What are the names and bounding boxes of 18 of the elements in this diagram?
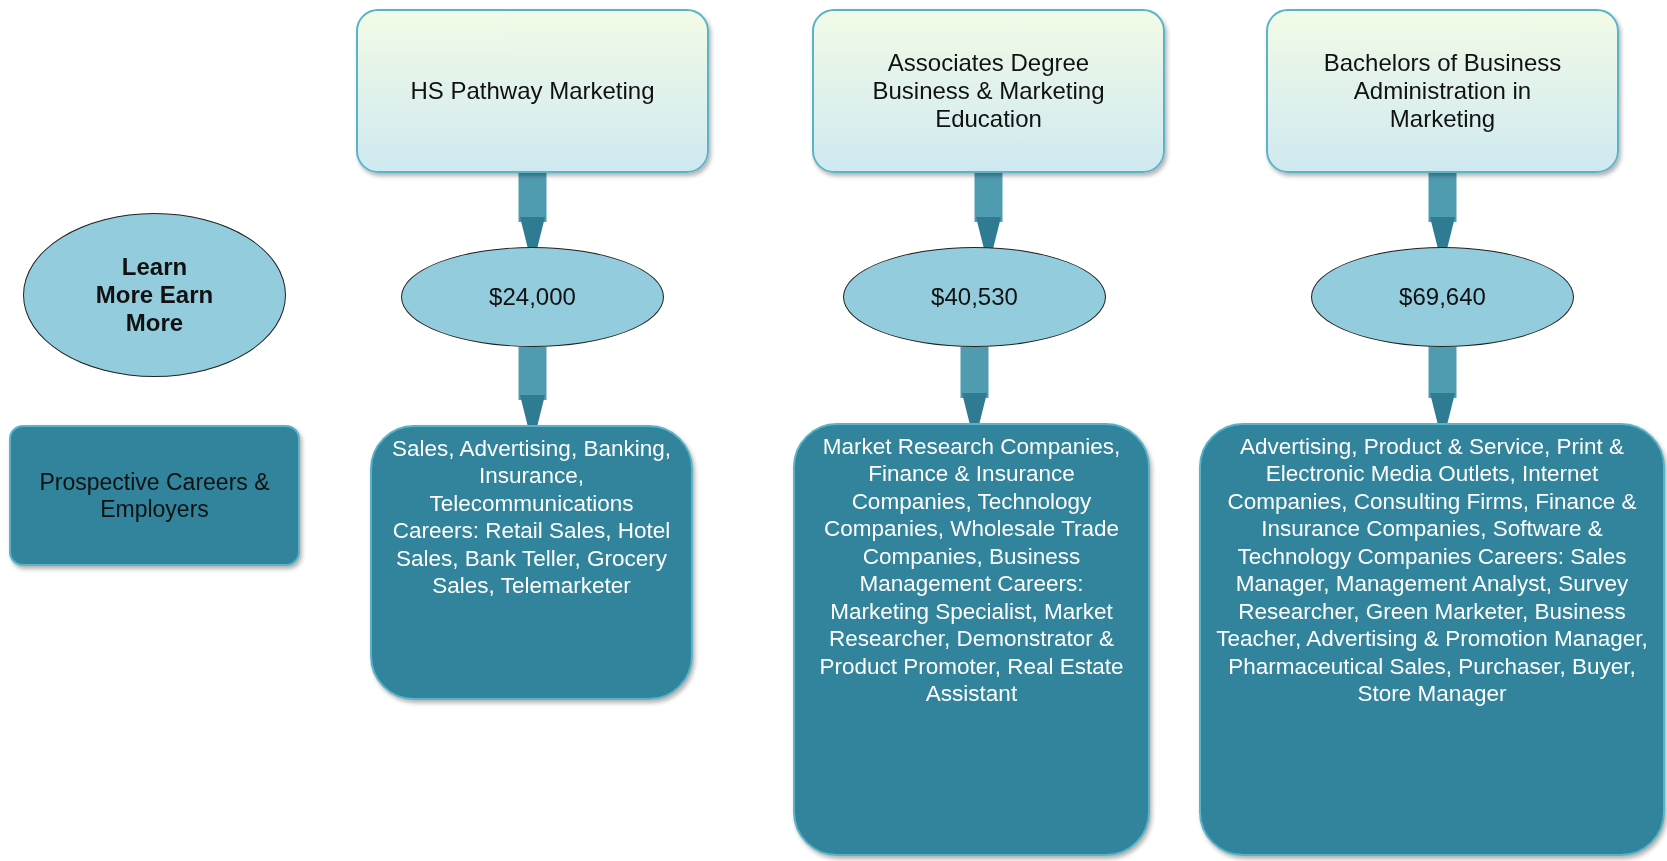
degree-box	[356, 9, 709, 173]
node-text: HS Pathway Marketing	[410, 77, 655, 105]
label-box	[9, 425, 300, 566]
node-text: $69,640	[1399, 283, 1486, 311]
careers-box	[370, 425, 693, 700]
degree-box	[812, 9, 1165, 173]
degree-box	[1266, 9, 1619, 173]
node-text: Learn More Earn More	[94, 253, 215, 337]
node-text: Market Research Companies, Finance & Insurance Companies, Technology Companies, Wholesale Trade Companies, Business Management Careers: Marketing Specialist, Market Researcher, Demonstrator & Product Promoter, Real Estate Assistant	[818, 433, 1125, 708]
node-text: $24,000	[489, 283, 576, 311]
node-text: Advertising, Product & Service, Print & Electronic Media Outlets, Internet Companies, Consulting Firms, Finance & Insurance Companies, Software & Technology Companies Careers: Sales Manager, Management Analyst, Survey Researcher, Green Marketer, Business Teacher, Advertising & Promotion Manager, Pharmaceutical Sales, Purchaser, Buyer, Store Manager	[1215, 433, 1649, 708]
node-text: Bachelors of Business Administration in Marketing	[1322, 49, 1563, 133]
careers-box	[1199, 423, 1665, 856]
node-text: $40,530	[931, 283, 1018, 311]
node-text: Associates Degree Business & Marketing Education	[871, 49, 1106, 133]
node-text: Sales, Advertising, Banking, Insurance, Telecommunications Careers: Retail Sales, Hotel Sales, Bank Teller, Grocery Sales, Telemarketer	[391, 435, 672, 600]
node-text: Prospective Careers & Employers	[38, 468, 271, 523]
careers-box	[793, 423, 1150, 856]
